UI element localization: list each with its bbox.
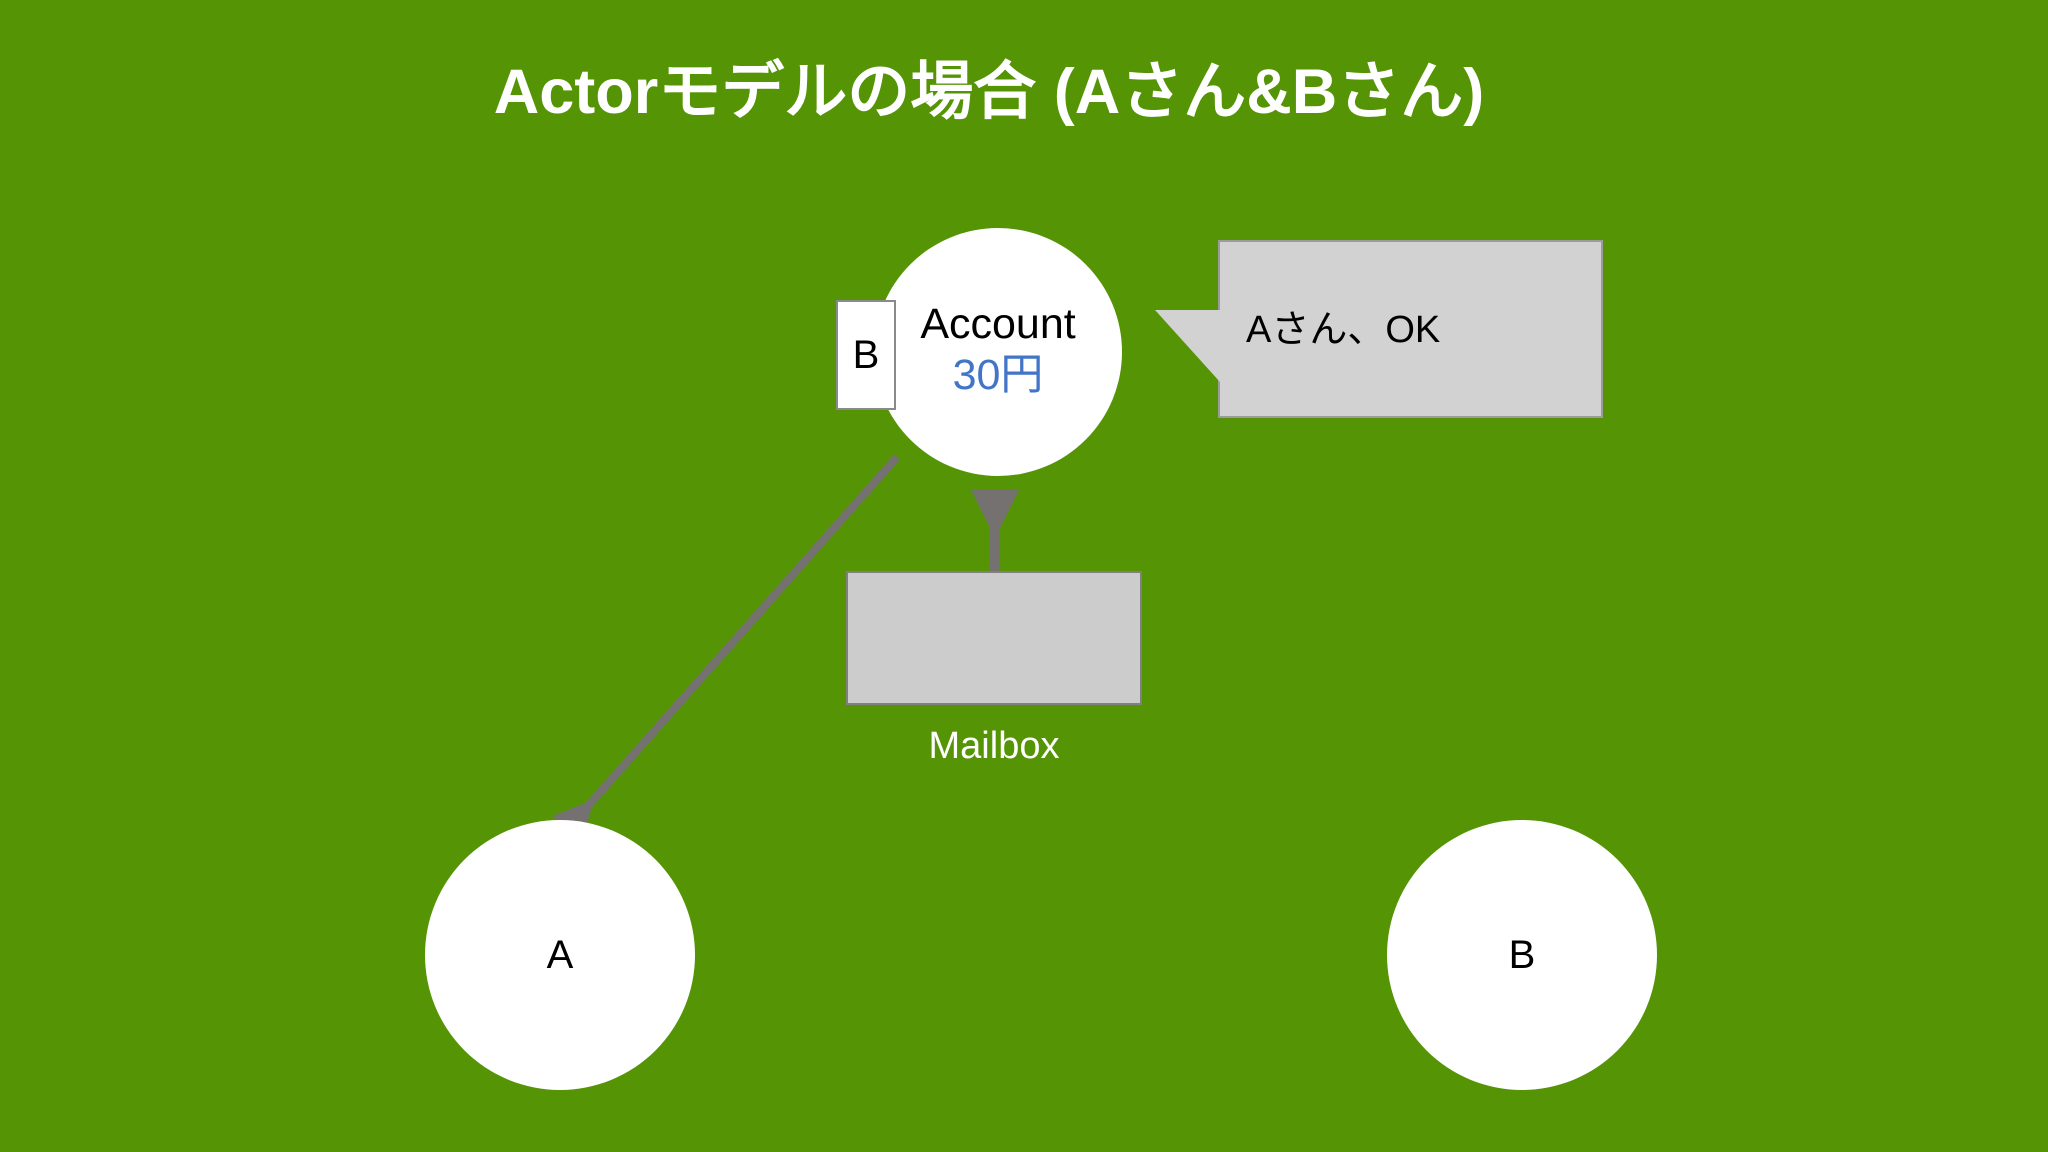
pending-message-box: B [836, 300, 896, 410]
account-name-label: Account [920, 300, 1076, 348]
mailbox-label: Mailbox [928, 725, 1060, 767]
arrow-account-to-actor-a [540, 430, 960, 855]
speech-bubble: Aさん、OK [1155, 240, 1603, 418]
actor-b-label: B [1508, 933, 1536, 977]
actor-circle-a: A [425, 820, 695, 1090]
actor-circle-b: B [1387, 820, 1657, 1090]
pending-message-label: B [852, 333, 880, 377]
arrow-down-left-icon [552, 454, 900, 843]
actor-a-label: A [546, 933, 574, 977]
account-balance-label: 30円 [952, 351, 1044, 400]
speech-bubble-tail-icon [1155, 310, 1220, 382]
page-title: Actorモデルの場合 (Aさん&Bさん) [493, 57, 1485, 127]
mailbox-box [846, 571, 1142, 705]
account-actor-labels: Account 30円 [874, 300, 1122, 401]
speech-bubble-text: Aさん、OK [1246, 309, 1441, 351]
account-actor-circle [874, 228, 1122, 476]
